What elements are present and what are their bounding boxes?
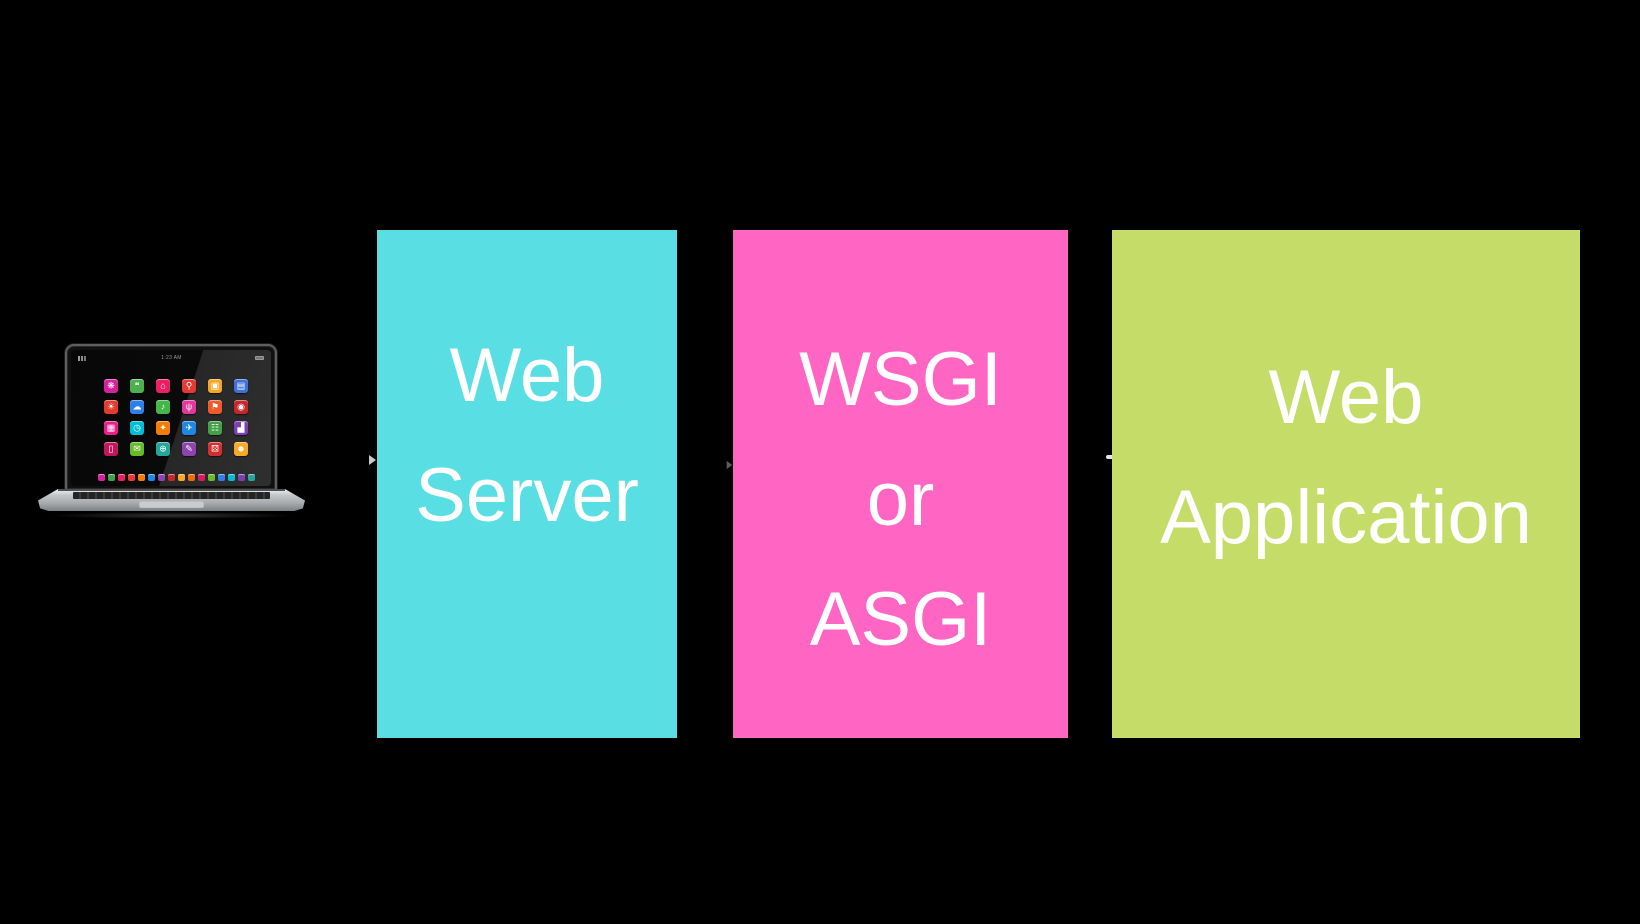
dock-icon	[118, 474, 125, 481]
wsgi-asgi-label: WSGI or ASGI	[733, 320, 1068, 680]
dock-icon	[198, 474, 205, 481]
wifi-app-icon: ❋	[104, 379, 118, 393]
dock-icon	[138, 474, 145, 481]
games-app-icon: ⚄	[208, 442, 222, 456]
wsgi-asgi-label-line1: WSGI	[799, 337, 1002, 422]
arrow-tip-client-to-web-server	[369, 455, 376, 465]
dock-icon	[228, 474, 235, 481]
folder-app-icon: ✦	[156, 421, 170, 435]
laptop-display: 1:23 AM ❋ ❝ ⌂ ⚲ ▣ ▤ ☀ ☁ ♪ ψ ⚑ ◉ ▦ ◷ ✦ ✈ ☷ ▟ ▯ ✉ ⊕ ✎ ⚄ ☻	[71, 350, 271, 486]
laptop-base	[38, 489, 305, 511]
dock-icon	[188, 474, 195, 481]
flights-app-icon: ✈	[182, 421, 196, 435]
web-server-label: Web Server	[377, 316, 677, 556]
dock-icon	[248, 474, 255, 481]
laptop-screen: 1:23 AM ❋ ❝ ⌂ ⚲ ▣ ▤ ☀ ☁ ♪ ψ ⚑ ◉ ▦ ◷ ✦ ✈ ☷ ▟ ▯ ✉ ⊕ ✎ ⚄ ☻	[65, 344, 277, 491]
dock-icon	[218, 474, 225, 481]
dock-icon	[158, 474, 165, 481]
dock-icon	[208, 474, 215, 481]
contacts-app-icon: ☻	[234, 442, 248, 456]
dock-icon	[128, 474, 135, 481]
dock-icon	[178, 474, 185, 481]
arrow-dash-wsgi-to-web-application	[1106, 455, 1115, 459]
dock-icon	[148, 474, 155, 481]
laptop-status-bar: 1:23 AM	[78, 354, 264, 362]
chart-app-icon: ▟	[234, 421, 248, 435]
app-icon-grid: ❋ ❝ ⌂ ⚲ ▣ ▤ ☀ ☁ ♪ ψ ⚑ ◉ ▦ ◷ ✦ ✈ ☷ ▟ ▯ ✉ ⊕ ✎ ⚄ ☻	[104, 379, 248, 456]
cart-app-icon: ☷	[208, 421, 222, 435]
laptop-hinge	[58, 489, 285, 491]
wsgi-asgi-box: WSGI or ASGI	[733, 230, 1068, 738]
laptop-trackpad	[139, 501, 204, 508]
laptop-shadow	[46, 512, 297, 519]
dock-icon-row	[98, 474, 255, 481]
arrow-tip-web-server-to-wsgi	[726, 461, 733, 469]
globe-app-icon: ⊕	[156, 442, 170, 456]
mic-app-icon: ψ	[182, 400, 196, 414]
phone-app-icon: ▯	[104, 442, 118, 456]
web-server-label-line2: Server	[415, 453, 639, 538]
wsgi-asgi-label-line2: or	[866, 457, 935, 542]
cloud-app-icon: ☁	[130, 400, 144, 414]
camera-app-icon: ▣	[208, 379, 222, 393]
dock-icon	[168, 474, 175, 481]
gallery-app-icon: ▦	[104, 421, 118, 435]
settings-app-icon: ☀	[104, 400, 118, 414]
dock-icon	[108, 474, 115, 481]
clock-app-icon: ◷	[130, 421, 144, 435]
web-application-box: Web Application	[1112, 230, 1580, 738]
pin-app-icon: ⚑	[208, 400, 222, 414]
search-app-icon: ⚲	[182, 379, 196, 393]
dock-icon	[98, 474, 105, 481]
mail-app-icon: ✉	[130, 442, 144, 456]
web-application-label: Web Application	[1112, 338, 1580, 578]
dock-icon	[238, 474, 245, 481]
battery-icon	[254, 356, 264, 360]
web-server-box: Web Server	[377, 230, 677, 738]
radio-app-icon: ◉	[234, 400, 248, 414]
chat-app-icon: ❝	[130, 379, 144, 393]
web-server-label-line1: Web	[449, 333, 605, 418]
laptop-keyboard	[72, 492, 271, 499]
status-time: 1:23 AM	[161, 355, 182, 361]
wsgi-asgi-label-line3: ASGI	[809, 577, 992, 662]
web-application-label-line1: Web	[1268, 355, 1424, 440]
signal-icon	[78, 355, 88, 361]
laptop-client-illustration: 1:23 AM ❋ ❝ ⌂ ⚲ ▣ ▤ ☀ ☁ ♪ ψ ⚑ ◉ ▦ ◷ ✦ ✈ ☷ ▟ ▯ ✉ ⊕ ✎ ⚄ ☻	[38, 344, 305, 520]
web-application-label-line2: Application	[1160, 475, 1532, 560]
home-app-icon: ⌂	[156, 379, 170, 393]
music-app-icon: ♪	[156, 400, 170, 414]
notes-app-icon: ✎	[182, 442, 196, 456]
calendar-app-icon: ▤	[234, 379, 248, 393]
